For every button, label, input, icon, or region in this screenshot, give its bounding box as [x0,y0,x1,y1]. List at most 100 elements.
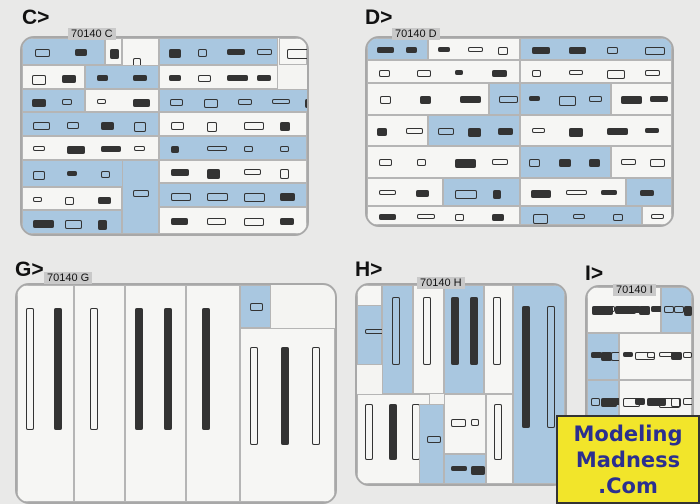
sprue-cell [104,38,122,66]
kit-part [451,418,466,428]
kit-part [96,75,109,81]
kit-part [97,220,107,230]
kit-part [529,159,540,167]
kit-part [33,170,46,180]
kit-part [620,159,636,165]
sprue-cell [660,287,692,334]
kit-part [529,95,541,102]
kit-part [243,217,265,227]
sprue-cell [158,159,307,184]
kit-part [590,398,601,406]
sprue-cell [22,210,122,234]
kit-part [684,305,692,316]
sprue-cell [428,114,520,147]
kit-part [388,404,397,461]
kit-part [664,305,674,313]
sprue-cell [483,285,513,395]
kit-part [207,122,217,132]
sprue-cell [22,186,122,211]
sprue-cell [22,38,105,66]
kit-part [589,159,601,168]
sprue-cell [587,333,625,380]
kit-part [546,305,555,428]
kit-part [650,95,669,103]
kit-part [644,47,666,55]
sprue-cell [74,285,126,502]
kit-part [271,98,290,105]
kit-part [100,145,121,152]
kit-part [454,159,477,169]
sprue-cell [519,114,672,147]
kit-part [572,213,586,220]
sprue-cell [357,304,385,365]
kit-part [498,95,518,103]
sprue-cell [626,178,672,207]
kit-part [168,49,181,59]
kit-part [650,159,666,167]
logo-line-1: Modeling [573,422,683,446]
kit-part [287,49,307,60]
kit-part [640,189,654,197]
kit-part [207,192,228,201]
sprue-cell [419,404,445,484]
sprue-d-code: 70140 D [392,28,440,40]
kit-part [674,305,684,314]
sprue-c-diagram [20,36,309,236]
kit-part [26,307,35,430]
kit-part [569,69,583,75]
sprue-cell [239,285,272,329]
kit-part [471,418,480,426]
kit-part [75,49,87,57]
kit-part [559,159,571,167]
kit-part [530,189,551,199]
kit-part [644,69,661,76]
kit-part [416,69,431,78]
kit-part [207,217,227,226]
kit-part [471,466,486,475]
sprue-cell [22,136,159,160]
kit-part [492,189,501,199]
sprue-c-label: C> [22,6,50,29]
kit-part [134,122,146,132]
kit-part [97,196,112,205]
logo-line-3: .Com [598,474,658,498]
sprue-cell [519,206,642,225]
sprue-g-label: G> [15,258,44,281]
kit-part [670,398,682,407]
sprue-cell [278,38,307,66]
kit-part [591,305,614,315]
sprue-cell [519,38,672,61]
modeling-madness-logo: Modeling Madness .Com [556,415,700,504]
kit-part [379,69,390,78]
kit-part [132,98,151,107]
sprue-cell [158,136,307,160]
sprue-cell [618,333,692,380]
kit-part [416,213,435,220]
kit-part [391,296,400,365]
kit-part [249,302,263,312]
kit-part [170,145,180,154]
sprue-i-code: 70140 I [613,284,656,296]
kit-part [65,196,74,205]
kit-part [203,98,218,108]
sprue-cell [84,65,159,89]
kit-part [569,47,586,55]
kit-part [450,296,459,365]
kit-part [416,189,429,197]
kit-part [565,189,587,195]
kit-part [227,75,249,82]
kit-part [454,213,465,221]
kit-part [281,346,290,445]
kit-part [437,47,451,53]
kit-part [467,47,483,53]
kit-part [280,145,290,153]
kit-part [406,127,423,135]
kit-part [416,159,426,167]
kit-part [612,213,623,221]
sprue-cell [428,38,520,61]
kit-part [256,75,272,82]
kit-part [198,75,211,82]
sprue-c-code: 70140 C [68,28,116,40]
kit-part [651,213,664,220]
kit-part [237,98,252,105]
